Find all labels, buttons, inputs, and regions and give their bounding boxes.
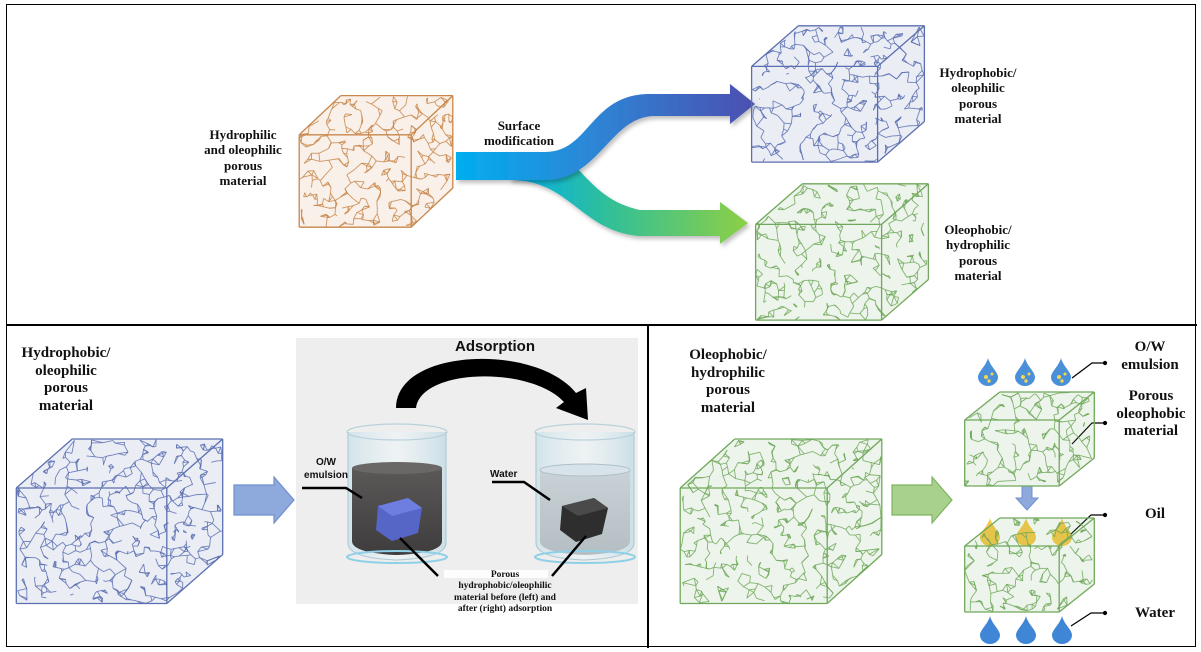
label-line: Oleophobic/ (944, 222, 1012, 237)
label-line: Porous (1128, 388, 1174, 404)
label-line: oleophobic (1116, 405, 1186, 422)
split-arrow (456, 84, 755, 244)
label-line: material (1123, 423, 1179, 440)
left-beaker (346, 423, 448, 564)
upper-branch-arrow (456, 84, 755, 180)
filter-cube-lower (964, 517, 1095, 613)
label-line: emulsion (1121, 356, 1179, 373)
label-line: porous (223, 157, 263, 173)
label-line: modification (483, 133, 555, 149)
blue-porous-cube (15, 438, 224, 605)
label-line: hydrophilic (945, 237, 1011, 253)
blue-sponge-in-emulsion (376, 498, 422, 541)
emulsion-droplet-icon (1015, 358, 1035, 386)
label-line: emulsion (304, 470, 348, 481)
water-label: Water (1135, 605, 1175, 621)
label-line: Hydrophobic/ (21, 345, 111, 361)
blue-porous-cube-top (750, 25, 926, 163)
water-droplet-icon (980, 616, 1000, 644)
block-arrow-green (891, 475, 953, 525)
source-material-label: Hydrophilic and oleophilic porous materi… (188, 127, 298, 188)
horizontal-divider (6, 324, 1197, 326)
label-line: material (219, 172, 267, 188)
hydrophobic-output-label: Hydrophobic/ oleophilic porous material (928, 65, 1028, 126)
black-sponge-in-water (560, 498, 608, 542)
label-line: O/W (1134, 339, 1166, 355)
label-line: porous (706, 382, 750, 399)
emulsion-droplet-icon (1051, 358, 1071, 386)
label-line: porous (958, 252, 998, 268)
label-line: Surface (497, 118, 541, 133)
adsorption-photo (302, 358, 636, 578)
orange-porous-cube (298, 94, 454, 228)
label-line: porous (958, 95, 998, 111)
ow-emulsion-label: O/W emulsion (1110, 339, 1190, 374)
label-line: porous (44, 380, 88, 397)
label-line: Oleophobic/ (689, 347, 767, 363)
adsorption-curved-arrow (396, 358, 588, 420)
green-porous-cube-top (754, 183, 930, 321)
adsorption-caption: Porous hydrophobic/oleophilic material b… (420, 570, 590, 616)
water-droplets (980, 616, 1072, 644)
label-line: O/W (316, 457, 336, 468)
label-line: oleophilic (951, 80, 1005, 96)
water-beaker-label: Water (490, 469, 518, 480)
label-line: Hydrophobic/ (939, 65, 1017, 80)
vertical-divider (647, 325, 649, 648)
water-droplet-icon (1052, 616, 1072, 644)
label-line: oleophilic (35, 362, 97, 379)
block-arrow-blue (233, 475, 295, 525)
filter-cube-upper (964, 391, 1095, 487)
caption-line: after (right) adsorption (457, 604, 553, 615)
caption-line: material before (left) and (454, 592, 556, 603)
right-beaker (534, 423, 636, 564)
surface-modification-label: Surface modification (474, 118, 564, 149)
hydrophobic-material-label: Hydrophobic/ oleophilic porous material (12, 345, 120, 416)
caption-line: Porous (490, 570, 520, 580)
water-droplet-icon (1016, 616, 1036, 644)
label-line: and oleophilic (204, 142, 282, 158)
oleophobic-output-label: Oleophobic/ hydrophilic porous material (928, 222, 1028, 283)
label-line: material (700, 400, 756, 417)
green-porous-cube (679, 438, 883, 605)
emulsion-droplet-icon (978, 358, 998, 386)
label-line: material (954, 267, 1002, 283)
oil-label: Oil (1144, 506, 1165, 522)
oleophobic-material-label: Oleophobic/ hydrophilic porous material (676, 347, 780, 418)
porous-oleophobic-label: Porous oleophobic material (1106, 388, 1196, 441)
label-line: material (954, 110, 1002, 126)
down-arrow-icon (1014, 485, 1040, 511)
label-line: hydrophilic (691, 364, 765, 381)
emulsion-droplets (978, 358, 1071, 386)
caption-line: hydrophobic/oleophilic (458, 581, 552, 592)
label-line: material (38, 398, 94, 415)
label-line: Hydrophilic (209, 127, 277, 142)
ow-emulsion-beaker-label: O/W emulsion (298, 456, 354, 482)
adsorption-title: Adsorption (455, 338, 535, 355)
